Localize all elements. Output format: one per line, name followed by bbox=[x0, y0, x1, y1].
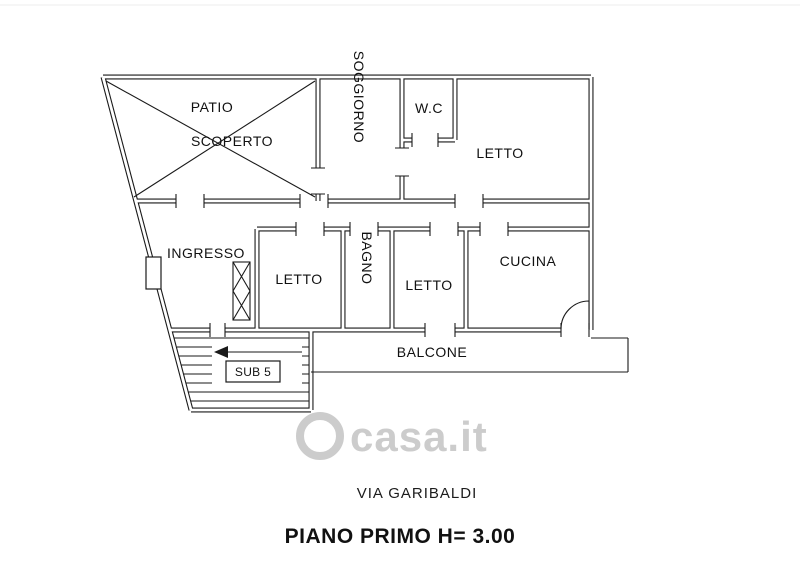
room-label-letto-top: LETTO bbox=[476, 145, 523, 161]
floor-title: PIANO PRIMO H= 3.00 bbox=[285, 525, 516, 548]
stair-arrow-head-icon bbox=[214, 346, 228, 358]
room-label-letto-mid: LETTO bbox=[405, 277, 452, 293]
door-jamb-ticks bbox=[175, 133, 590, 337]
room-label-soggiorno: SOGGIORNO bbox=[351, 51, 367, 143]
room-label-balcone: BALCONE bbox=[397, 344, 467, 360]
watermark-text: casa.it bbox=[350, 413, 488, 460]
door-arc bbox=[560, 300, 590, 330]
room-label-wc: W.C bbox=[415, 100, 443, 116]
patio-hatch bbox=[105, 80, 316, 198]
room-label-ingresso: INGRESSO bbox=[167, 245, 245, 261]
room-label-patio: PATIO bbox=[191, 99, 233, 115]
room-label-bagno: BAGNO bbox=[359, 231, 375, 284]
street-label: VIA GARIBALDI bbox=[357, 485, 478, 502]
balcony-outline bbox=[311, 337, 629, 373]
walls bbox=[103, 77, 591, 410]
sub5-box bbox=[225, 360, 281, 383]
watermark: casa.it bbox=[296, 412, 488, 460]
wall-pilaster bbox=[145, 256, 162, 290]
room-labels: PATIO SCOPERTO SOGGIORNO W.C LETTO INGRE… bbox=[167, 51, 556, 360]
room-label-scoperto: SCOPERTO bbox=[191, 133, 273, 149]
room-label-cucina: CUCINA bbox=[500, 253, 557, 269]
room-label-sub5: SUB 5 bbox=[235, 365, 271, 379]
watermark-logo-icon bbox=[296, 412, 344, 460]
staircase: SUB 5 bbox=[174, 337, 309, 402]
room-label-letto-left: LETTO bbox=[275, 271, 322, 287]
shaft bbox=[232, 261, 251, 321]
